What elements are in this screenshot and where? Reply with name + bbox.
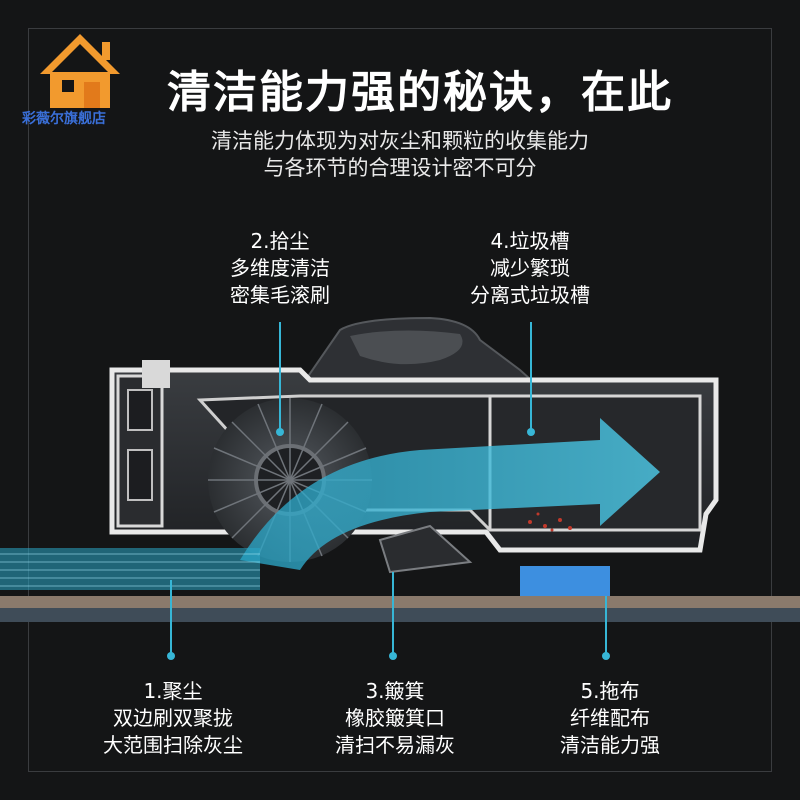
page-title: 清洁能力强的秘诀，在此 [167, 67, 673, 118]
frame-border-bottom [28, 771, 772, 772]
feature-bin: 4.垃圾槽 减少繁琐 分离式垃圾槽 [440, 228, 620, 309]
feature-mop-desc1: 纤维配布 [570, 706, 650, 730]
feature-pickup-title: 2.拾尘 [250, 229, 310, 253]
leader-pickup-dot [276, 428, 284, 436]
frame-border-top [28, 28, 772, 29]
feature-mop: 5.拖布 纤维配布 清洁能力强 [530, 678, 690, 759]
floor-shadow [0, 608, 800, 622]
feature-dustpan-desc2: 清扫不易漏灰 [335, 733, 455, 757]
leader-dustpan-dot [389, 652, 397, 660]
feature-gather-desc1: 双边刷双聚拢 [113, 706, 233, 730]
rubber-dustpan [378, 524, 473, 574]
leader-gather-dot [167, 652, 175, 660]
feature-bin-desc1: 减少繁琐 [490, 256, 570, 280]
sensor-block [142, 360, 170, 388]
floor [0, 596, 800, 608]
robot-cross-section [0, 316, 800, 622]
store-name: 彩薇尔旗舰店 [22, 111, 106, 127]
mop-pad [520, 566, 610, 596]
subtitle-line-2: 与各环节的合理设计密不可分 [263, 156, 537, 180]
leader-bin [530, 322, 532, 432]
leader-bin-dot [527, 428, 535, 436]
subtitle-line-1: 清洁能力体现为对灰尘和颗粒的收集能力 [211, 129, 589, 153]
feature-bin-title: 4.垃圾槽 [490, 229, 570, 253]
feature-dustpan-desc1: 橡胶簸箕口 [345, 706, 445, 730]
leader-pickup [279, 322, 281, 432]
leader-gather [170, 580, 172, 658]
feature-dustpan: 3.簸箕 橡胶簸箕口 清扫不易漏灰 [310, 678, 480, 759]
frame-border-left [28, 28, 29, 772]
house-logo-icon [40, 34, 120, 108]
feature-gather-title: 1.聚尘 [143, 679, 203, 703]
leader-mop-dot [602, 652, 610, 660]
airflow-arrow [240, 418, 660, 570]
feature-gather: 1.聚尘 双边刷双聚拢 大范围扫除灰尘 [78, 678, 268, 759]
leader-dustpan [392, 572, 394, 658]
feature-pickup-desc1: 多维度清洁 [230, 256, 330, 280]
feature-mop-desc2: 清洁能力强 [560, 733, 660, 757]
bumper-detail [127, 389, 153, 431]
feature-mop-title: 5.拖布 [580, 679, 640, 703]
feature-pickup-desc2: 密集毛滚刷 [230, 283, 330, 307]
dust-stream [0, 548, 260, 590]
leader-mop [605, 596, 607, 658]
frame-border-right [771, 28, 772, 772]
feature-gather-desc2: 大范围扫除灰尘 [103, 733, 243, 757]
motor-cover [350, 330, 463, 365]
feature-pickup: 2.拾尘 多维度清洁 密集毛滚刷 [200, 228, 360, 309]
feature-bin-desc2: 分离式垃圾槽 [470, 283, 590, 307]
feature-dustpan-title: 3.簸箕 [365, 679, 425, 703]
store-logo: 彩薇尔旗舰店 [22, 22, 152, 132]
bumper-detail-2 [127, 449, 153, 501]
